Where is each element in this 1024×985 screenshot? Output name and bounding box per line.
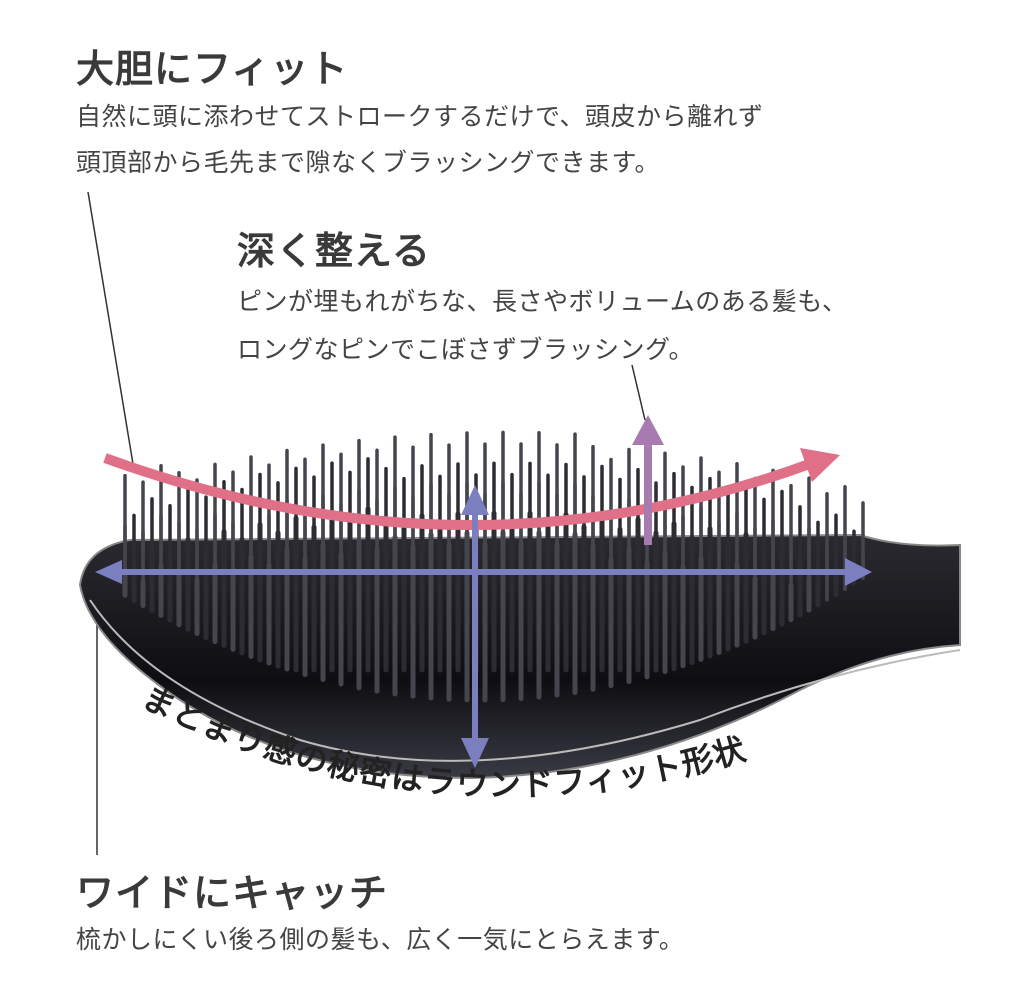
- wide-arrowhead-up: [461, 485, 489, 515]
- wide-title: ワイドにキャッチ: [76, 871, 389, 915]
- fit-line-1: 自然に頭に添わせてストロークするだけで、頭皮から離れず: [76, 102, 764, 131]
- depth-arrowhead: [632, 415, 664, 445]
- fit-line-2: 頭頂部から毛先まで隙なくブラッシングできます。: [76, 148, 661, 177]
- wide-arrowhead-right: [845, 558, 872, 586]
- wide-arrowhead-down: [461, 738, 489, 768]
- fit-title: 大胆にフィット: [76, 47, 349, 91]
- fit-leader-line: [87, 191, 135, 471]
- depth-leader-line: [631, 364, 646, 421]
- depth-line-1: ピンが埋もれがちな、長さやボリュームのある髪も、: [237, 287, 848, 316]
- brush-pins: [122, 430, 865, 703]
- fit-arrow: [103, 453, 817, 530]
- depth-title: 深く整える: [237, 229, 431, 273]
- wide-line-1: 梳かしにくい後ろ側の髪も、広く一気にとらえます。: [76, 925, 685, 954]
- brush-rim-highlight: [89, 599, 961, 762]
- fit-arrowhead: [800, 448, 840, 482]
- wide-arrowhead-left: [95, 560, 122, 584]
- depth-line-2: ロングなピンでこぼさずブラッシング。: [237, 335, 695, 364]
